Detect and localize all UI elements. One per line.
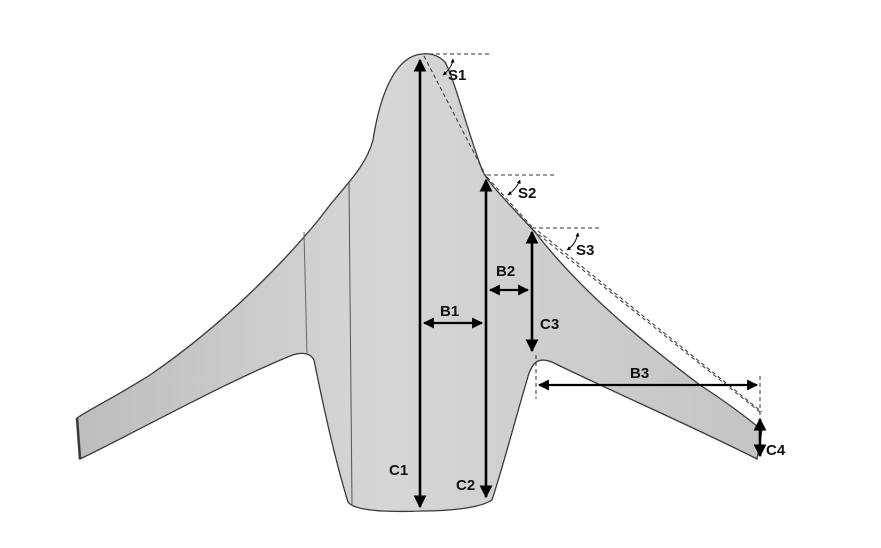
label-s2: S2 (518, 185, 536, 202)
label-c1: C1 (389, 462, 408, 479)
label-s3: S3 (576, 242, 594, 259)
label-c3: C3 (540, 316, 559, 333)
label-s1: S1 (448, 67, 466, 84)
panel-line-left-inner (303, 231, 308, 356)
wing-tip-left (75, 417, 82, 460)
sweep-arcs (442, 58, 580, 251)
dimension-lines (413, 58, 767, 509)
label-b2: B2 (496, 263, 515, 280)
label-c4: C4 (766, 442, 786, 459)
label-c2: C2 (456, 477, 475, 494)
label-b1: B1 (440, 303, 459, 320)
label-b3: B3 (630, 365, 649, 382)
panel-line-left-outer (348, 182, 353, 506)
